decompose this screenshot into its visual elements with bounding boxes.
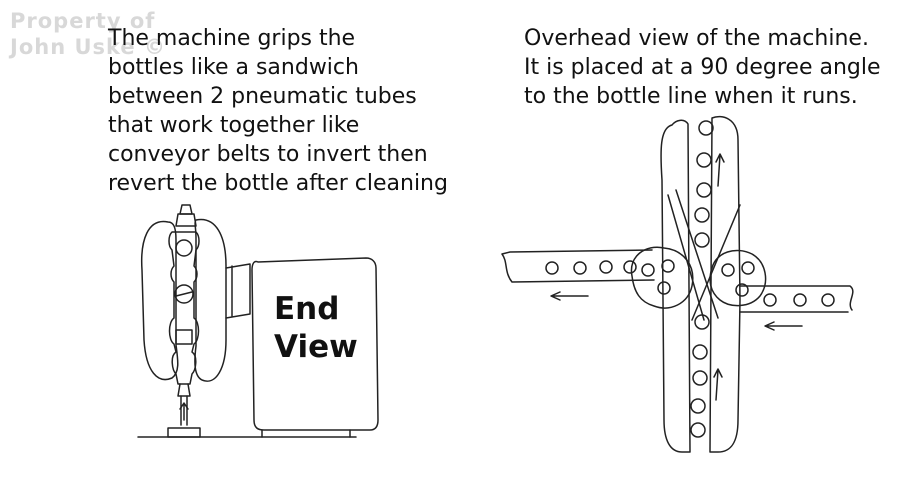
bottle [692,370,708,386]
vertical-tube-left [660,119,691,453]
caption-line: between 2 pneumatic tubes [108,84,417,109]
bottle [690,398,706,414]
flow-arrow [713,368,723,401]
end-view-label: End View [274,290,358,366]
flow-arrow [715,153,725,187]
bottle [763,293,777,307]
guide-rail [691,204,741,321]
bottle [694,232,710,248]
bottle-cap [175,239,193,257]
caption-line: The machine grips the [108,26,356,51]
right-direction-arrow [764,321,803,331]
bottle [692,344,708,360]
base-plate [167,427,201,438]
bottle [573,261,587,275]
caption-line: bottles like a sandwich [108,55,359,80]
caption-line: to the bottle line when it runs. [524,84,858,109]
right-conveyor [739,285,854,313]
left-direction-arrow [550,291,589,301]
guide-rail [675,189,719,319]
caption-line: revert the bottle after cleaning [108,171,448,196]
connector-arm [225,263,251,319]
left-conveyor [501,249,655,283]
watermark-line-2: John Uske © [10,35,166,59]
bottle [168,231,200,385]
bottle [696,152,712,168]
caption-line: conveyor belts to invert then [108,142,428,167]
caption-line: that work together like [108,113,360,138]
guide-rail [667,194,705,321]
top-nozzle [179,204,193,215]
caption-line: Overhead view of the machine. [524,26,869,51]
right-gripper-wheel [709,249,767,307]
end-view-sketch [137,204,379,438]
bottle [623,260,637,274]
end-view-label-line-2: View [274,329,358,365]
overhead-view-sketch [501,115,854,453]
caption-line: It is placed at a 90 degree angle [524,55,881,80]
watermark-line-1: Property of [10,9,156,33]
housing-feet [261,429,351,438]
bottle [694,207,710,223]
machine-housing [251,257,379,431]
left-pneumatic-tube [140,220,179,381]
bottle [545,261,559,275]
end-view-label-line-1: End [274,291,340,327]
bottle [694,314,710,330]
end-view-caption: The machine grips the bottles like a san… [108,24,448,198]
up-arrow [179,402,189,421]
bottle [696,182,712,198]
nozzle-stand [177,383,191,397]
overhead-view-caption: Overhead view of the machine. It is plac… [524,24,881,111]
vertical-tube-right [709,115,741,453]
bottle [793,293,807,307]
bottle [599,260,613,274]
watermark: Property of John Uske © [10,8,166,60]
left-gripper-wheel [630,246,694,309]
bottle [698,120,714,136]
bottle [821,293,835,307]
bottle [690,422,706,438]
